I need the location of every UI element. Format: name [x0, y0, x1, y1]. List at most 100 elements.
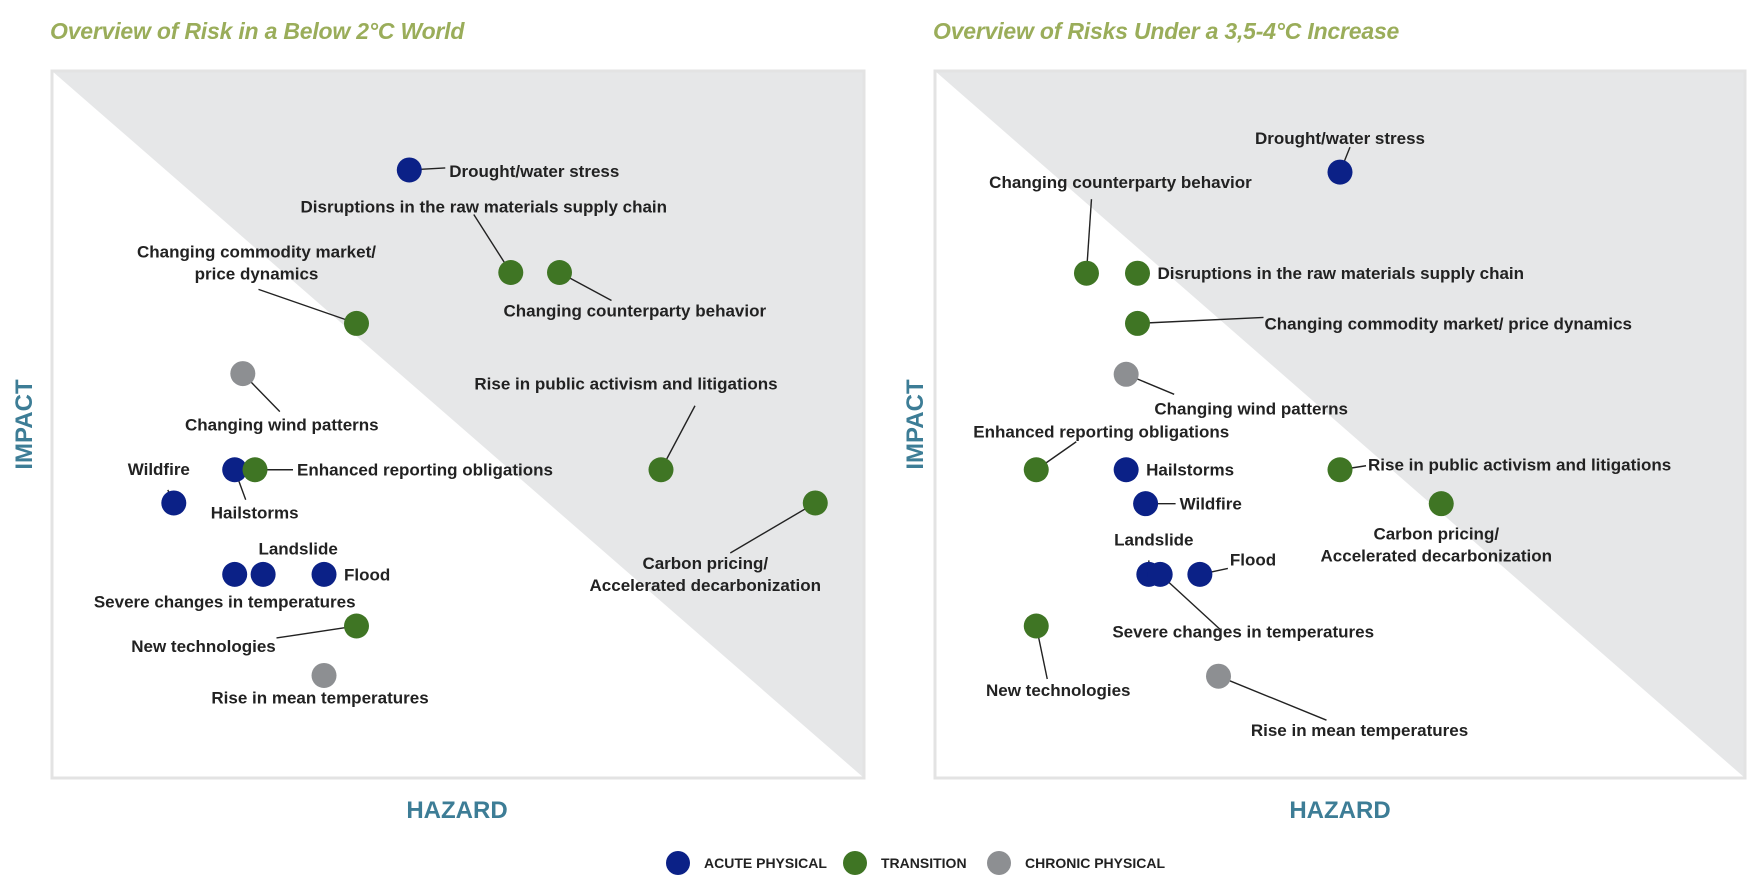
data-label: Rise in public activism and litigations: [474, 375, 777, 394]
data-label: Severe changes in temperatures: [1112, 622, 1374, 641]
legend-item-transition: TRANSITION: [843, 845, 967, 881]
data-label: Disruptions in the raw materials supply …: [1158, 264, 1525, 283]
data-point: [1023, 613, 1049, 639]
legend-label: CHRONIC PHYSICAL: [1025, 855, 1166, 871]
x-axis-label: HAZARD: [406, 797, 507, 824]
data-point: [1125, 310, 1150, 336]
data-label: Drought/water stress: [1255, 129, 1425, 148]
data-point-group: Severe changes in temperatures: [1112, 561, 1374, 641]
data-point-group: Drought/water stress: [1255, 129, 1425, 185]
data-point: [1023, 457, 1049, 483]
data-label: Flood: [1230, 550, 1276, 569]
data-point: [1113, 361, 1139, 387]
data-point-group: Changing counterparty behavior: [989, 173, 1252, 286]
circle-icon: [666, 851, 690, 875]
data-point-group: Rise in mean temperatures: [1206, 663, 1468, 740]
data-point-group: New technologies: [986, 613, 1131, 700]
plot-frame: [50, 69, 866, 780]
data-point-group: New technologies: [131, 613, 369, 656]
data-point-group: Enhanced reporting obligations: [973, 423, 1229, 483]
data-point-group: Changing commodity market/ price dynamic…: [1125, 310, 1632, 336]
high-risk-zone: [935, 71, 1745, 778]
data-point-group: Disruptions in the raw materials supply …: [301, 197, 668, 285]
data-point-group: Drought/water stress: [396, 157, 619, 183]
data-point: [1113, 457, 1139, 483]
data-label: Carbon pricing/Accelerated decarbonizati…: [1321, 525, 1552, 566]
leader-line: [276, 625, 357, 639]
data-point-group: Hailstorms: [211, 457, 299, 523]
data-point-group: Flood: [1187, 550, 1276, 587]
data-label: Wildfire: [1180, 495, 1242, 514]
circle-icon: [987, 851, 1011, 875]
y-axis-label: IMPACT: [902, 379, 929, 470]
legend-label: ACUTE PHYSICAL: [704, 855, 827, 871]
risk-matrix-charts: IMPACT HAZARD Drought/water stressDisrupti…: [11, 69, 1747, 824]
legend-label: TRANSITION: [881, 855, 967, 871]
data-point: [1327, 159, 1353, 185]
leader-line: [1137, 316, 1264, 325]
data-label: Changing wind patterns: [185, 416, 379, 435]
data-point-group: Carbon pricing/Accelerated decarbonizati…: [590, 490, 828, 595]
data-label: Disruptions in the raw materials supply …: [301, 197, 668, 216]
data-point-group: Enhanced reporting obligations: [242, 457, 553, 483]
data-label: Hailstorms: [211, 504, 299, 523]
data-label: Landslide: [258, 539, 337, 558]
data-label: Hailstorms: [1146, 461, 1234, 480]
data-point-group: Changing wind patterns: [185, 361, 379, 435]
data-label: Changing counterparty behavior: [504, 301, 767, 320]
data-point: [1206, 663, 1231, 689]
data-point: [648, 457, 674, 483]
chart-panel-1: IMPACT HAZARD Drought/water stressDisrupti…: [11, 69, 866, 824]
data-point: [396, 157, 422, 183]
data-label: Changing wind patterns: [1154, 399, 1348, 418]
leader-line: [1218, 675, 1327, 721]
data-point-group: Changing wind patterns: [1113, 361, 1348, 418]
data-label: Enhanced reporting obligations: [297, 461, 553, 480]
data-point: [802, 490, 828, 516]
data-point: [161, 490, 187, 516]
data-point: [498, 259, 524, 285]
chart-panel-2: IMPACT HAZARD Drought/water stressChanging…: [902, 69, 1747, 824]
data-point: [222, 561, 248, 587]
leader-line: [729, 502, 816, 554]
data-point-group: Wildfire: [128, 460, 190, 516]
data-label: Enhanced reporting obligations: [973, 423, 1229, 442]
high-risk-zone: [52, 71, 864, 778]
data-label: Changing counterparty behavior: [989, 173, 1252, 192]
legend-item-chronic-physical: CHRONIC PHYSICAL: [987, 845, 1165, 881]
data-label: Rise in mean temperatures: [211, 688, 428, 707]
data-label: Rise in public activism and litigations: [1368, 456, 1671, 475]
data-label: Carbon pricing/Accelerated decarbonizati…: [590, 554, 821, 595]
legend-item-acute-physical: ACUTE PHYSICAL: [666, 845, 827, 881]
data-point: [311, 662, 337, 688]
x-axis-label: HAZARD: [1289, 797, 1390, 824]
data-point: [344, 310, 369, 336]
data-point-group: Disruptions in the raw materials supply …: [1125, 260, 1525, 286]
data-label: Changing commodity market/ price dynamic…: [1265, 314, 1632, 333]
data-point: [222, 457, 248, 483]
data-point: [547, 259, 572, 285]
data-label: New technologies: [131, 637, 276, 656]
chart-title-right: Overview of Risks Under a 3,5-4°C Increa…: [933, 18, 1400, 44]
data-point: [1073, 260, 1099, 286]
data-point: [311, 561, 337, 587]
data-point: [1125, 260, 1150, 286]
data-label: Drought/water stress: [449, 162, 619, 181]
data-label: Wildfire: [128, 460, 190, 479]
data-point-group: Severe changes in temperatures: [94, 561, 356, 611]
leader-line: [1159, 573, 1222, 631]
data-point: [1327, 457, 1353, 483]
data-point-group: Rise in mean temperatures: [211, 662, 429, 707]
data-point: [230, 361, 256, 387]
leader-line: [258, 288, 357, 325]
y-axis-label: IMPACT: [11, 379, 38, 470]
legend: ACUTE PHYSICAL TRANSITION CHRONIC PHYSIC…: [0, 845, 1748, 881]
chart-title-left: Overview of Risk in a Below 2°C World: [50, 18, 465, 44]
data-point-group: Wildfire: [1133, 491, 1242, 517]
circle-icon: [843, 851, 867, 875]
data-point: [250, 561, 276, 587]
data-point-group: Hailstorms: [1113, 457, 1234, 483]
data-point-group: Carbon pricing/Accelerated decarbonizati…: [1321, 491, 1552, 566]
data-point: [1428, 491, 1454, 517]
data-label: New technologies: [986, 681, 1131, 700]
